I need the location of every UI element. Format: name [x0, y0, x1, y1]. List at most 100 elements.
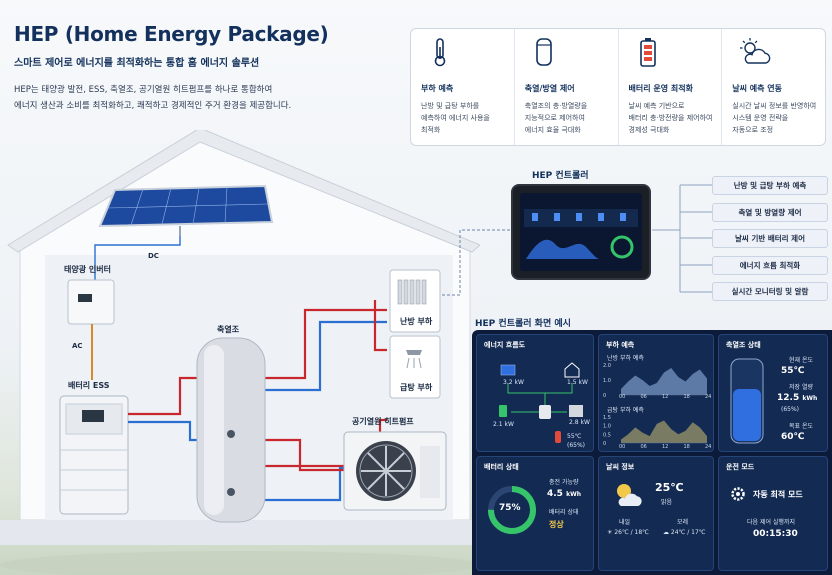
feature-battery: 배터리 운영 최적화 날씨 예측 기반으로 배터리 충·방전량을 제어하여 경제… [619, 29, 723, 145]
controller-function-item: 에너지 흐름 최적화 [712, 255, 828, 275]
hot-water-load-label: 급탕 부하 [400, 383, 433, 392]
energy-flow-diagram [499, 362, 583, 443]
heating-load-box [389, 269, 441, 333]
feature-box: 부하 예측 난방 및 급탕 부하를 예측하여 에너지 사용을 최적화 축열/방열… [410, 28, 826, 146]
panel-title: 배터리 상태 [484, 463, 519, 471]
battery-soc-value: 75% [499, 503, 521, 513]
feature-description: 축열조의 충·방열량을 지능적으로 제어하여 에너지 효율 극대화 [524, 102, 588, 134]
tank-temp: 55℃ [567, 433, 582, 440]
energy-flow-panel: 에너지 흐름도 3.2 kW 1.5 kW 2.1 kW 2.8 kW 55℃ … [476, 334, 594, 452]
day-after-label: 모레 [677, 519, 689, 526]
current-temperature: 25℃ [655, 481, 684, 494]
feature-load-forecast: 부하 예측 난방 및 급탕 부하를 예측하여 에너지 사용을 최적화 [411, 29, 515, 145]
heating-x-tick: 00 [619, 394, 625, 400]
panel-title: 부하 예측 [606, 341, 635, 349]
hot-water-load-box [389, 335, 441, 399]
hotwater-x-tick: 00 [619, 444, 625, 450]
sun-icon: ☀ [607, 529, 613, 536]
unit: kW [578, 379, 588, 386]
solar-icon [500, 364, 516, 376]
controller-function-item: 실시간 모니터링 및 알람 [712, 282, 828, 301]
battery-soc-gauge [488, 486, 536, 534]
hotwater-y-tick: 0 [603, 441, 606, 447]
controller-device [511, 184, 651, 280]
battery-condition-value: 정상 [549, 520, 564, 529]
battery-value: 2.1 [493, 421, 503, 428]
tank-icon [535, 38, 552, 66]
feature-thermal-control: 축열/방열 제어 축열조의 충·방열량을 지능적으로 제어하여 에너지 효율 극… [515, 29, 619, 145]
inverter-icon [539, 405, 551, 419]
panel-title: 축열조 상태 [726, 341, 761, 349]
battery-ess-label: 배터리 ESS [68, 381, 110, 390]
hotwater-x-tick: 06 [641, 444, 647, 450]
day-after-temperature: 24℃ / 17℃ [670, 529, 706, 536]
storage-tank [196, 337, 266, 523]
ac-label: AC [72, 342, 83, 350]
panel-title: 에너지 흐름도 [484, 341, 526, 349]
tank-level-graphic [730, 358, 764, 444]
home-icon [564, 362, 580, 378]
description-line-1: HEP는 태양광 발전, ESS, 축열조, 공기열원 히트펌프를 하나로 통합… [14, 85, 273, 95]
heating-y-tick: 0 [603, 393, 606, 399]
heating-x-tick: 06 [641, 394, 647, 400]
tomorrow-temperature: 26℃ / 18℃ [614, 529, 649, 536]
target-temp-label: 목표 온도 [789, 423, 813, 430]
tank-icon [555, 431, 561, 443]
solar-inverter-label: 태양광 인버터 [64, 265, 111, 274]
controller-function-item: 축열 및 방열량 제어 [712, 202, 828, 222]
hotwater-forecast-area [621, 420, 707, 443]
heat-pump-unit [343, 431, 447, 511]
stored-heat-percent: (65%) [781, 406, 800, 413]
page-title: HEP (Home Energy Package) [14, 22, 329, 46]
hotwater-x-tick: 24 [705, 444, 711, 450]
battery-status-panel: 배터리 상태 75% 충전 가능량 4.5 kWh 배터리 상태 정상 [476, 456, 594, 571]
tomorrow-label: 내일 [619, 519, 631, 526]
dashboard-screen: 에너지 흐름도 3.2 kW 1.5 kW 2.1 kW 2.8 kW 55℃ … [472, 330, 832, 575]
hotwater-x-tick: 18 [684, 444, 690, 450]
feature-description: 실시간 날씨 정보를 반영하여 시스템 운영 전략을 자동으로 조정 [732, 102, 817, 134]
tank-percent: (65%) [567, 442, 586, 449]
battery-ess-unit [59, 395, 129, 515]
unit: kW [580, 419, 590, 426]
heatpump-value: 2.8 [569, 419, 579, 426]
hotwater-forecast-label: 급탕 부하 예측 [607, 407, 644, 414]
dashboard-title: HEP 컨트롤러 화면 예시 [475, 319, 571, 329]
next-control-countdown: 00:15:30 [753, 529, 798, 539]
house-illustration [0, 130, 480, 575]
tank-status-panel: 축열조 상태 현재 온도 55℃ 저장 열량 12.5 kWh (65%) 목표… [718, 334, 828, 452]
heating-x-tick: 24 [705, 394, 711, 400]
feature-title: 축열/방열 제어 [524, 84, 575, 93]
controller-function-item: 난방 및 급탕 부하 예측 [712, 176, 828, 195]
operation-mode-value: 자동 최적 모드 [753, 490, 803, 499]
stored-heat-value: 12.5 [777, 393, 800, 403]
panel-title: 날씨 정보 [606, 463, 635, 471]
home-value: 1.5 [567, 379, 577, 386]
cloud-icon: ☁ [663, 529, 669, 536]
charge-available-value: 4.5 [547, 489, 563, 499]
weather-panel: 날씨 정보 25℃ 맑음 내일 모레 ☀ 26℃ / 18℃ ☁ 24℃ / 1… [598, 456, 714, 571]
hotwater-y-tick: 1.5 [603, 415, 611, 421]
feature-description: 날씨 예측 기반으로 배터리 충·방전량을 제어하여 경제성 극대화 [628, 102, 713, 134]
hotwater-y-tick: 1.0 [603, 424, 611, 430]
hotwater-x-tick: 12 [662, 444, 668, 450]
heating-forecast-label: 난방 부하 예측 [607, 355, 644, 362]
tank-level-fill [733, 389, 761, 441]
charge-available-unit: kWh [566, 491, 581, 498]
battery-icon [639, 38, 656, 67]
heating-y-tick: 1.0 [603, 378, 611, 384]
current-temp-value: 55℃ [781, 366, 805, 376]
controller-screen-graphic [524, 209, 638, 259]
next-control-label: 다음 제어 실행까지 [747, 519, 795, 526]
soc-fill [488, 486, 536, 534]
heating-x-tick: 12 [662, 394, 668, 400]
weather-condition: 맑음 [661, 499, 673, 506]
sun-cloud-icon [617, 484, 642, 506]
feature-description: 난방 및 급탕 부하를 예측하여 에너지 사용을 최적화 [421, 102, 490, 134]
current-temp-label: 현재 온도 [789, 357, 813, 364]
heating-forecast-area [621, 368, 707, 395]
unit: kW [504, 421, 514, 428]
stored-heat-label: 저장 열량 [789, 384, 813, 391]
gear-icon [731, 487, 745, 501]
